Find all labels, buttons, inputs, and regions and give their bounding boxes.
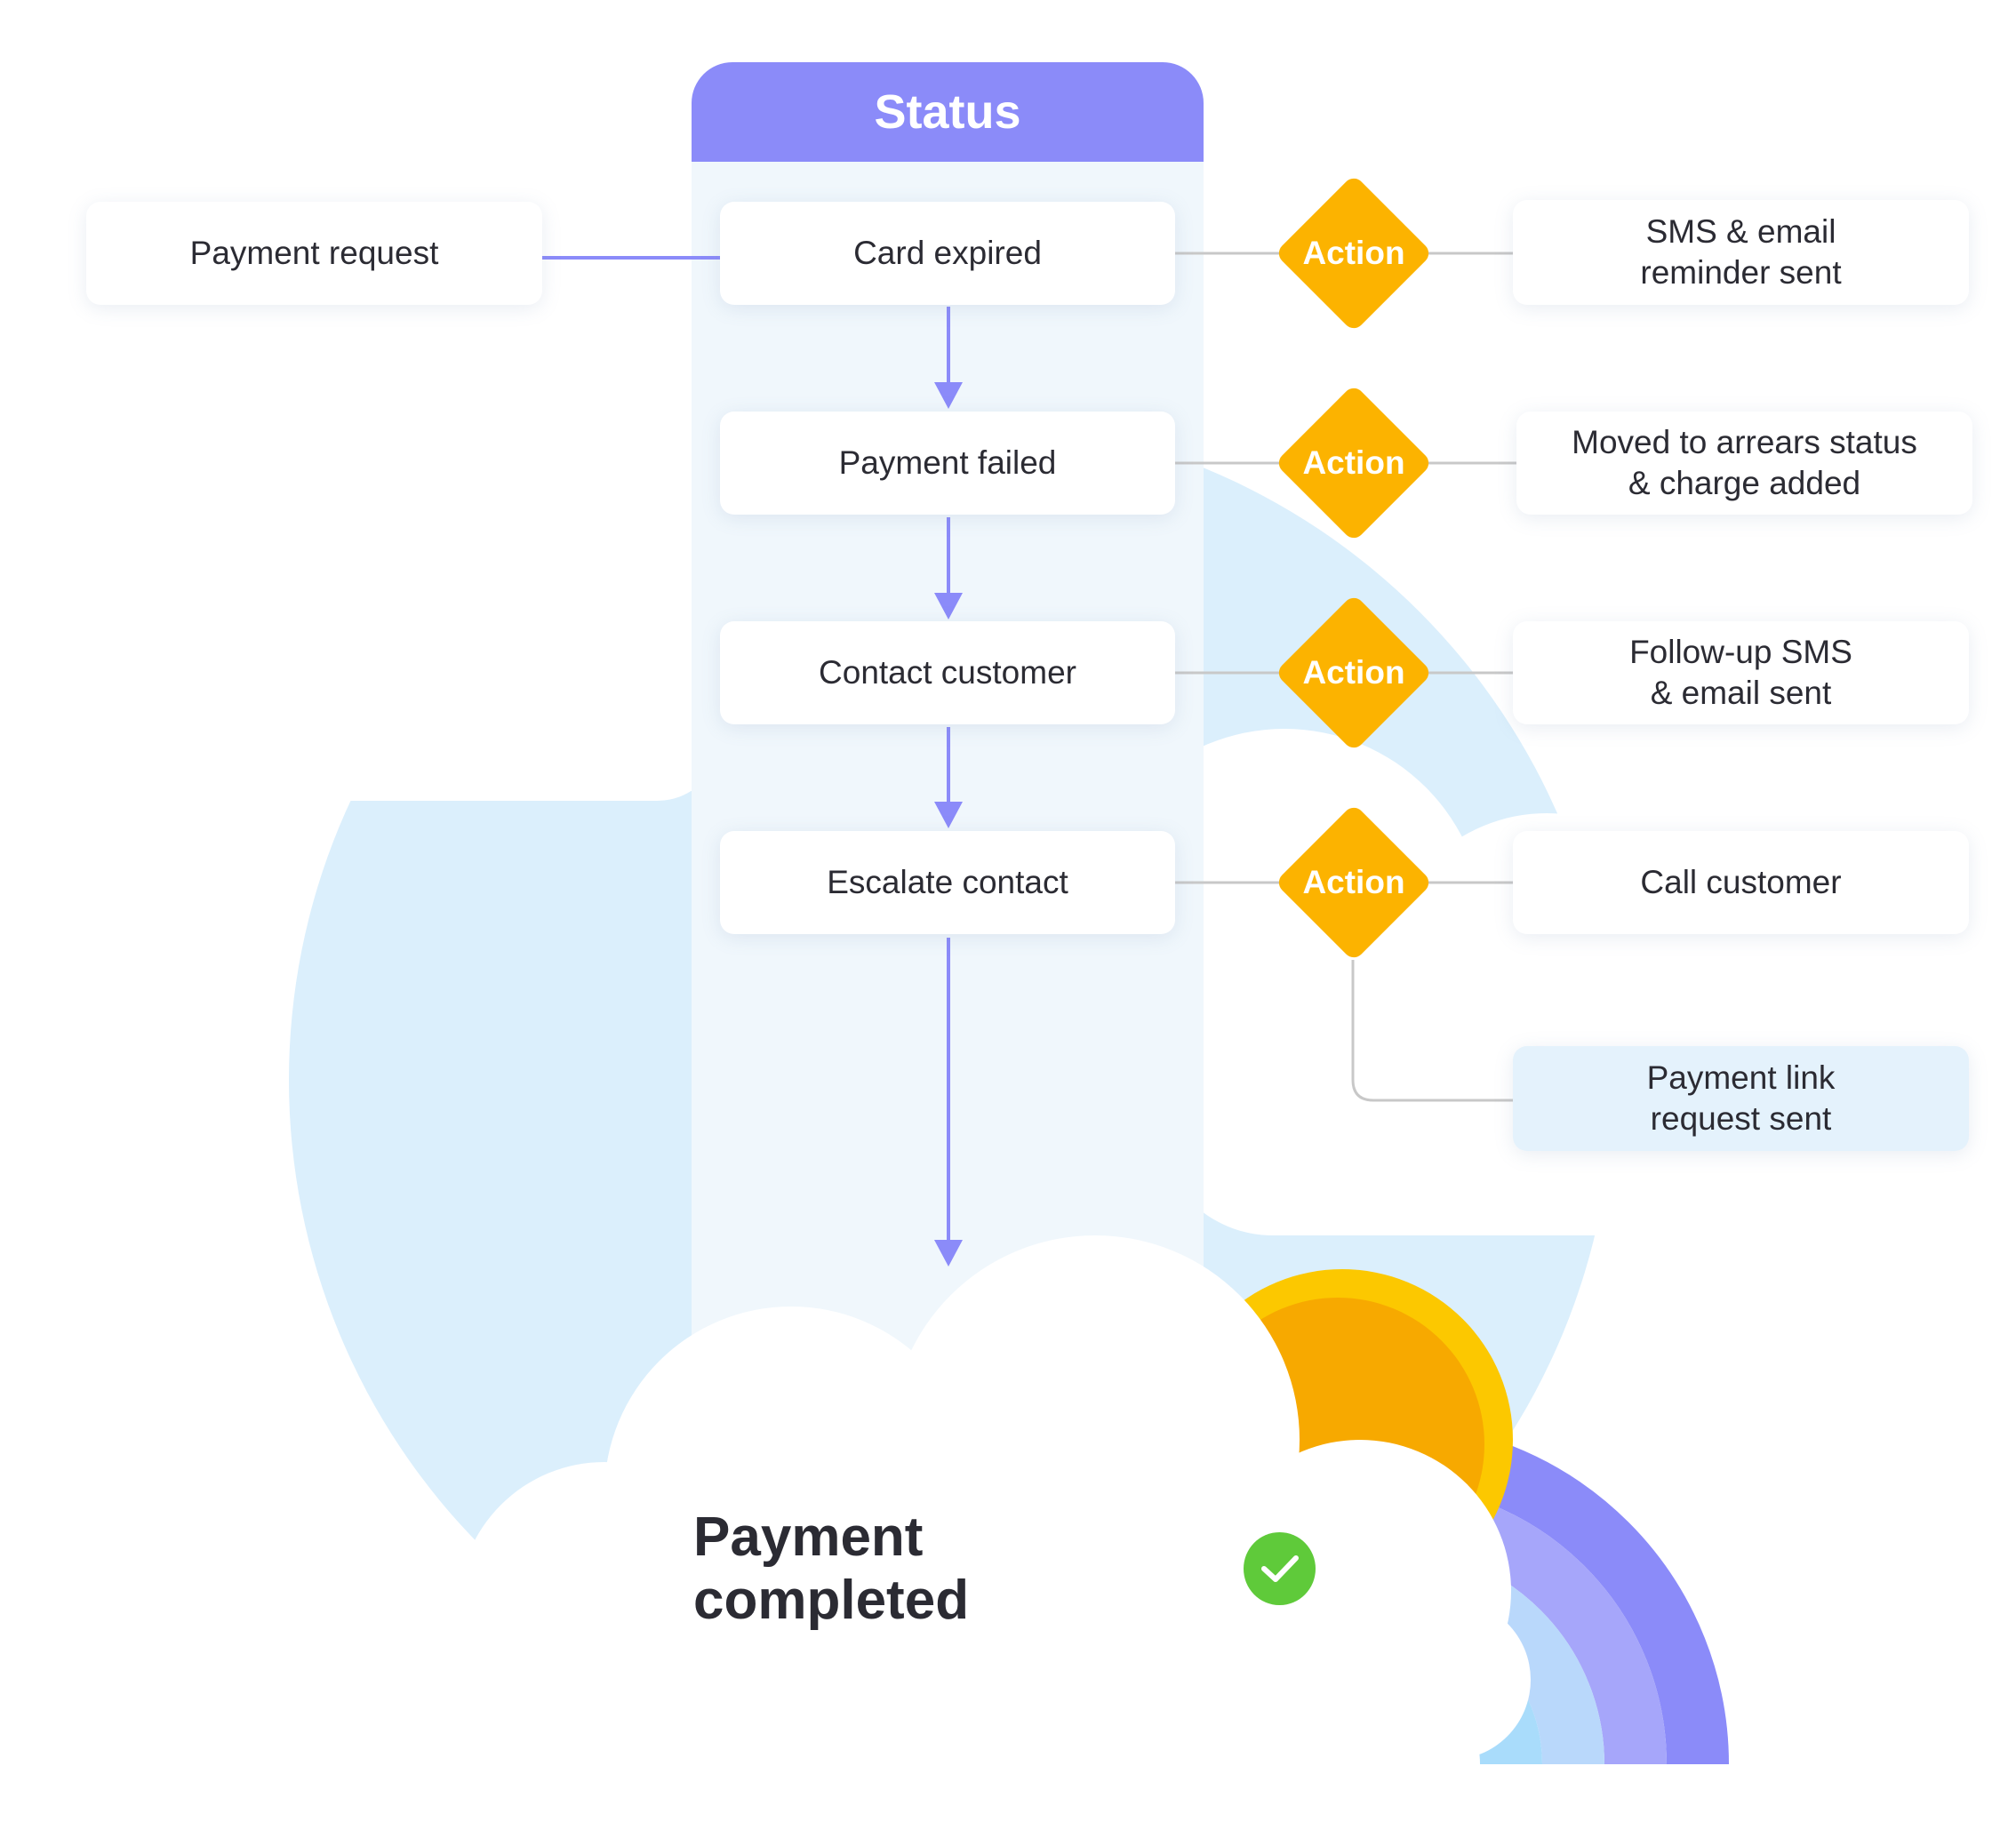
- checkmark-icon: [1244, 1532, 1316, 1605]
- outcome-label: Follow-up SMS & email sent: [1629, 634, 1852, 711]
- trigger-box: Payment request: [86, 202, 542, 305]
- status-contact-customer: Contact customer: [720, 621, 1175, 724]
- action-label: Action: [1302, 864, 1405, 900]
- action-label: Action: [1302, 235, 1405, 271]
- status-escalate-contact: Escalate contact: [720, 831, 1175, 934]
- status-payment-failed: Payment failed: [720, 412, 1175, 515]
- status-label: Escalate contact: [827, 864, 1068, 900]
- outcome-box: Follow-up SMS & email sent: [1513, 621, 1969, 724]
- outcome-label: Payment link request sent: [1646, 1059, 1836, 1137]
- action-diamond: Action: [1274, 593, 1434, 753]
- outcome-box: Moved to arrears status & charge added: [1516, 412, 1972, 515]
- outcome-box-extra: Payment link request sent: [1513, 1046, 1969, 1151]
- final-label: Payment completed: [693, 1506, 970, 1631]
- outcome-label: Moved to arrears status & charge added: [1572, 424, 1917, 501]
- action-label: Action: [1302, 654, 1405, 691]
- status-card-expired: Card expired: [720, 202, 1175, 305]
- outcome-box: Call customer: [1513, 831, 1969, 934]
- action-diamond: Action: [1274, 803, 1434, 963]
- outcome-label: SMS & email reminder sent: [1640, 213, 1842, 291]
- status-label: Card expired: [853, 235, 1042, 271]
- action-label: Action: [1302, 444, 1405, 481]
- outcome-label: Call customer: [1640, 864, 1842, 900]
- status-label: Contact customer: [819, 654, 1076, 691]
- final-status: Payment completed: [693, 1506, 1316, 1631]
- status-label: Payment failed: [838, 444, 1057, 481]
- action-diamond: Action: [1274, 173, 1434, 333]
- action-diamond: Action: [1274, 383, 1434, 543]
- flow-arrows: [934, 307, 963, 1267]
- trigger-label: Payment request: [189, 235, 439, 271]
- outcome-box: SMS & email reminder sent: [1513, 200, 1969, 305]
- status-header: Status: [692, 62, 1204, 162]
